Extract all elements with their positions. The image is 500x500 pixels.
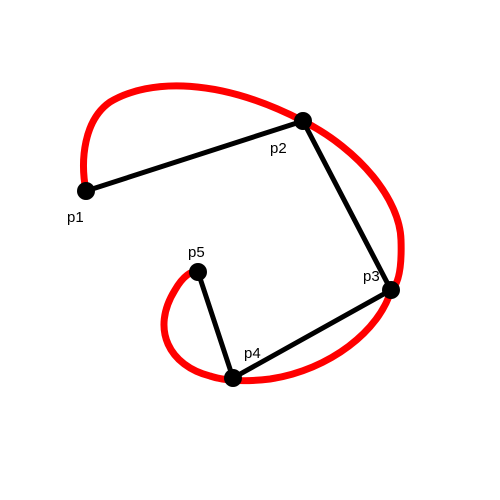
control-point-p1: [77, 182, 95, 200]
control-point-p5: [189, 263, 207, 281]
control-point-p3: [382, 281, 400, 299]
point-label-p3: p3: [363, 268, 380, 285]
control-point-p4: [224, 369, 242, 387]
point-label-p2: p2: [270, 140, 287, 157]
point-label-p5: p5: [188, 244, 205, 261]
point-label-p1: p1: [67, 209, 84, 226]
control-polygon: [85, 118, 394, 381]
control-point-p2: [294, 112, 312, 130]
point-label-p4: p4: [244, 345, 261, 362]
red-spline-curve: [80, 82, 405, 385]
